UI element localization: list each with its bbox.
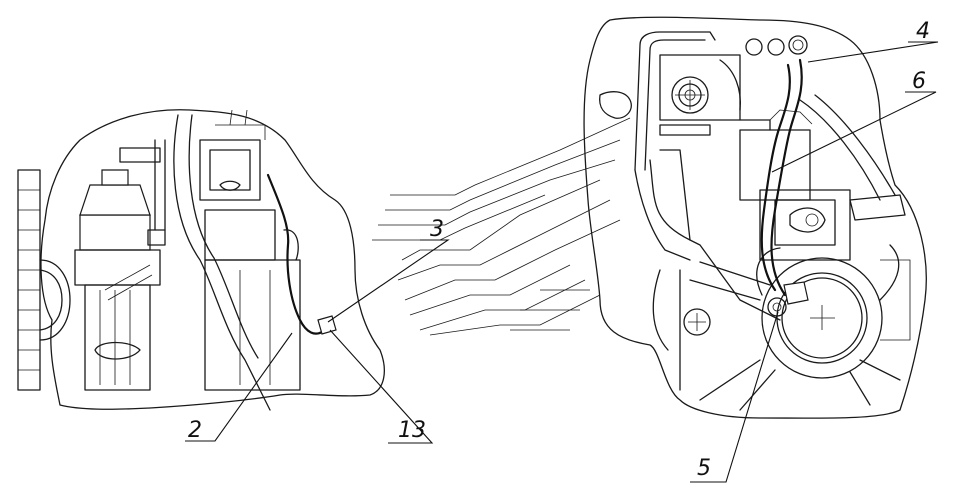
callout-6: 6 [771,69,937,173]
callout-label-4: 4 [916,19,930,44]
callout-label-3: 3 [430,217,444,242]
callout-label-13: 13 [398,418,426,443]
left-engine-view [17,109,385,411]
callout-13: 13 [329,329,434,444]
callout-label-2: 2 [188,418,202,443]
right-engine-view [583,16,927,419]
callout-label-6: 6 [912,69,926,94]
callout-5: 5 [690,311,779,483]
callout-2: 2 [185,332,293,443]
callout-3: 3 [327,217,450,323]
center-chevron-logo [372,117,631,336]
callout-label-5: 5 [697,456,711,481]
callout-4: 4 [807,19,939,63]
